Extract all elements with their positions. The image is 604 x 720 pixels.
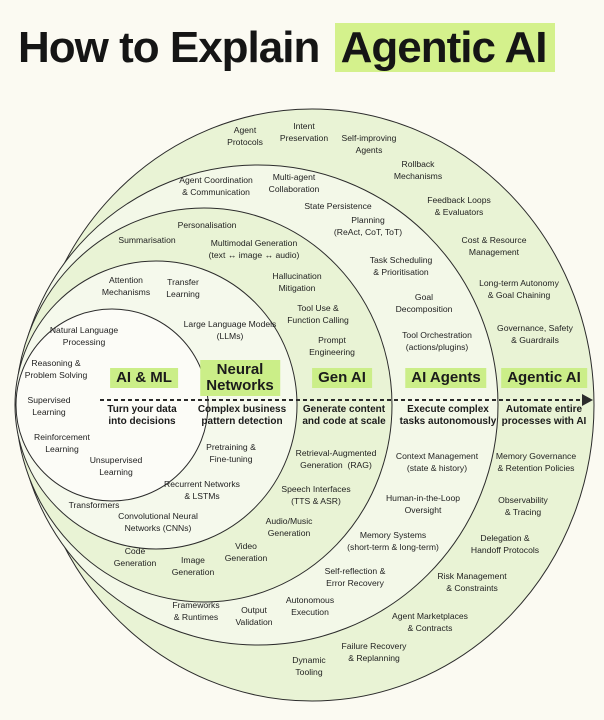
page-title: How to Explain Agentic AI [18,20,555,76]
ai-agents-item: Agent Coordination & Communication [179,175,253,197]
gen-ai-item: Hallucination Mitigation [272,271,322,293]
agentic-ai-item: Feedback Loops & Evaluators [427,195,491,217]
gen-ai-item: Summarisation [118,235,176,245]
category-neural-networks: Neural Networks [200,360,280,396]
neural-networks-item: Recurrent Networks & LSTMs [164,479,240,501]
neural-networks-item: Transfer Learning [166,277,200,299]
ai-agents-item: Output Validation [235,605,273,627]
agentic-ai-item: Memory Governance & Retention Policies [495,451,577,473]
ai-agents-item: Context Management (state & history) [395,451,479,473]
agentic-ai-item: Cost & Resource Management [461,235,527,257]
ai-agents-item: Planning (ReAct, CoT, ToT) [333,215,403,237]
description-neural-networks: Complex business pattern detection [197,404,287,427]
agentic-ai-item: Agent Marketplaces & Contracts [392,611,468,633]
ai-ml-item: Natural Language Processing [49,325,119,347]
category-gen-ai: Gen AI [312,368,372,388]
ai-agents-item: Human-in-the-Loop Oversight [385,493,461,515]
gen-ai-item: Multimodal Generation (text ↔ image ↔ au… [208,238,300,260]
ring-ai-ml [15,308,209,502]
agentic-ai-item: Delegation & Handoff Protocols [470,533,540,555]
ai-agents-item: Goal Decomposition [395,292,453,314]
gen-ai-item: Video Generation [224,541,268,563]
ai-ml-item: Unsupervised Learning [89,455,143,477]
ai-agents-item: Autonomous Execution [285,595,335,617]
agentic-ai-item: Agent Protocols [227,125,263,147]
ai-agents-item: Tool Orchestration (actions/plugins) [402,330,472,352]
gen-ai-item: Tool Use & Function Calling [287,303,349,325]
agentic-ai-item: Dynamic Tooling [292,655,326,677]
category-ai-agents: AI Agents [405,368,487,388]
ai-agents-item: Task Scheduling & Prioritisation [369,255,433,277]
gen-ai-item: Code Generation [113,546,157,568]
ai-agents-item: Multi-agent Collaboration [268,172,320,194]
arrow-head-icon [582,394,593,406]
neural-networks-item: Convolutional Neural Networks (CNNs) [118,511,198,533]
agentic-ai-item: Risk Management & Constraints [437,571,507,593]
category-agentic-ai: Agentic AI [501,368,587,388]
description-ai-ml: Turn your data into decisions [107,404,177,427]
ai-agents-item: Memory Systems (short-term & long-term) [347,530,439,552]
category-ai-ml: AI & ML [110,368,178,388]
ai-ml-item: Supervised Learning [27,395,71,417]
title-prefix: How to Explain [18,23,320,72]
gen-ai-item: Retrieval-Augmented Generation (RAG) [295,448,377,470]
description-agentic-ai: Automate entire processes with AI [501,404,587,427]
agentic-ai-item: Long-term Autonomy & Goal Chaining [479,278,559,300]
gen-ai-item: Audio/Music Generation [265,516,313,538]
ai-ml-item: Reinforcement Learning [34,432,90,454]
gen-ai-item: Personalisation [177,220,237,230]
agentic-ai-item: Intent Preservation [279,121,329,143]
neural-networks-item: Attention Mechanisms [101,275,151,297]
agentic-ai-item: Self-improving Agents [341,133,397,155]
agentic-ai-item: Rollback Mechanisms [393,159,443,181]
neural-networks-item: Transformers [68,500,120,510]
neural-networks-item: Large Language Models (LLMs) [183,319,277,341]
description-gen-ai: Generate content and code at scale [302,404,386,427]
agentic-ai-item: Governance, Safety & Guardrails [497,323,573,345]
gen-ai-item: Image Generation [171,555,215,577]
ai-ml-item: Reasoning & Problem Solving [24,358,88,380]
description-ai-agents: Execute complex tasks autonomously [399,404,497,427]
gen-ai-item: Speech Interfaces (TTS & ASR) [281,484,351,506]
ai-agents-item: State Persistence [304,201,372,211]
title-highlight: Agentic AI [334,23,555,72]
agentic-ai-item: Failure Recovery & Replanning [341,641,407,663]
neural-networks-item: Pretraining & Fine-tuning [206,442,256,464]
ai-agents-item: Self-reflection & Error Recovery [324,566,386,588]
agentic-ai-item: Observability & Tracing [498,495,548,517]
gen-ai-item: Prompt Engineering [309,335,355,357]
ai-agents-item: Frameworks & Runtimes [172,600,220,622]
